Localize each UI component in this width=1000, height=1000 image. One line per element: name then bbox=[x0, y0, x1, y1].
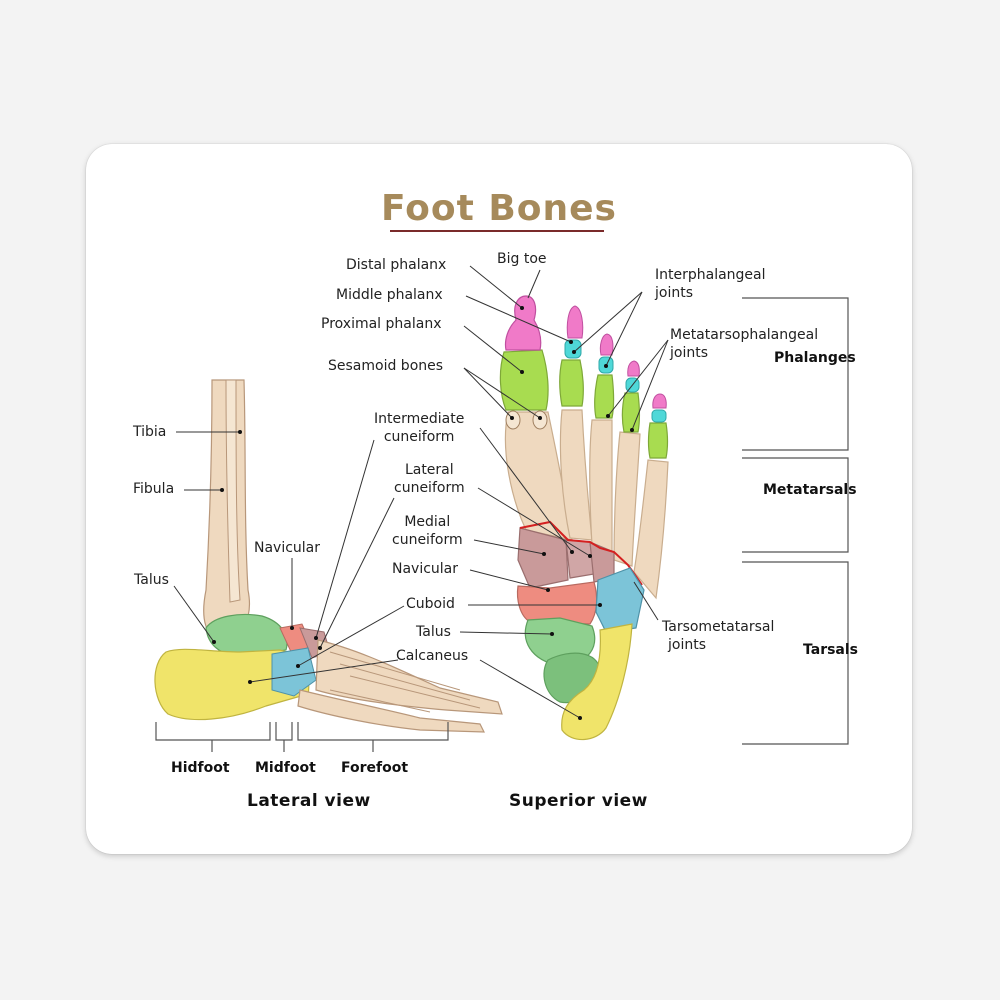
label-navicular-superior: Navicular bbox=[392, 561, 459, 577]
label-intermediate-cuneiform: Intermediate cuneiform bbox=[374, 410, 464, 446]
metatarsal-3 bbox=[589, 419, 613, 553]
group-label-phalanges: Phalanges bbox=[774, 350, 856, 366]
label-interphalangeal-joints: Interphalangeal joints bbox=[655, 266, 766, 302]
metatarsals-bracket bbox=[742, 457, 849, 553]
leader-lines bbox=[173, 265, 669, 719]
navicular-superior bbox=[516, 581, 598, 625]
caption-superior-view: Superior view bbox=[509, 791, 648, 811]
label-intermediate-cuneiform-line1: Intermediate bbox=[374, 411, 465, 427]
label-distal-phalanx: Distal phalanx bbox=[346, 257, 447, 273]
label-intermediate-cuneiform-line2: cuneiform bbox=[383, 429, 455, 445]
proximal-phalanx-3 bbox=[594, 374, 615, 419]
label-metatarsophalangeal-line1: Metatarsophalangeal bbox=[670, 327, 819, 343]
lateral-view-foot bbox=[154, 379, 503, 733]
region-label-forefoot: Forefoot bbox=[341, 760, 409, 776]
label-middle-phalanx: Middle phalanx bbox=[336, 287, 443, 303]
label-interphalangeal-line1: Interphalangeal bbox=[655, 267, 766, 283]
metatarsal-5 bbox=[633, 459, 669, 600]
label-tarsometatarsal-line2: joints bbox=[668, 637, 707, 653]
region-label-midfoot: Midfoot bbox=[255, 760, 316, 776]
hindfoot-bracket bbox=[155, 722, 271, 741]
label-big-toe: Big toe bbox=[497, 251, 547, 267]
tarsometatarsal-joint-line bbox=[519, 520, 643, 586]
proximal-phalanx-4 bbox=[621, 392, 641, 433]
calcaneus-superior bbox=[561, 623, 633, 741]
leader-dots bbox=[212, 306, 634, 720]
label-lateral-cuneiform-line1: Lateral bbox=[404, 462, 454, 478]
tarsals-bracket bbox=[742, 561, 849, 745]
proximal-phalanx-1 bbox=[499, 349, 549, 411]
metatarsal-4 bbox=[613, 431, 641, 567]
proximal-phalanx-2 bbox=[559, 359, 584, 407]
superior-view-foot bbox=[499, 295, 669, 741]
label-metatarsophalangeal-line2: joints bbox=[670, 345, 709, 361]
label-medial-cuneiform-line1: Medial bbox=[404, 514, 451, 530]
label-metatarsophalangeal-joints: Metatarsophalangeal joints bbox=[670, 326, 818, 362]
label-lateral-cuneiform: Lateral cuneiform bbox=[394, 461, 465, 497]
region-brackets bbox=[155, 722, 449, 752]
label-fibula: Fibula bbox=[133, 481, 175, 497]
region-label-hindfoot: Hidfoot bbox=[171, 760, 230, 776]
distal-phalanx-2 bbox=[566, 305, 584, 339]
group-brackets bbox=[742, 297, 849, 745]
caption-lateral-view: Lateral view bbox=[247, 791, 371, 811]
group-label-tarsals: Tarsals bbox=[803, 642, 859, 658]
cuboid-superior bbox=[595, 567, 645, 633]
group-label-metatarsals: Metatarsals bbox=[763, 482, 857, 498]
midfoot-bracket bbox=[275, 722, 293, 741]
label-tibia: Tibia bbox=[133, 424, 167, 440]
label-talus-superior: Talus bbox=[416, 624, 451, 640]
label-interphalangeal-line2: joints bbox=[655, 285, 694, 301]
label-tarsometatarsal-joints: Tarsometatarsal joints bbox=[662, 618, 774, 654]
page-title: Foot Bones bbox=[381, 188, 617, 229]
distal-phalanx-4 bbox=[627, 360, 640, 377]
label-sesamoid-bones: Sesamoid bones bbox=[328, 358, 444, 374]
label-calcaneus: Calcaneus bbox=[396, 648, 469, 664]
phalanges-bracket bbox=[742, 297, 849, 451]
distal-phalanx-5 bbox=[652, 393, 667, 409]
calcaneus-lateral-bone bbox=[154, 648, 310, 721]
label-talus-lateral: Talus bbox=[134, 572, 169, 588]
proximal-phalanx-5 bbox=[647, 422, 669, 459]
middle-phalanx-5 bbox=[651, 409, 667, 423]
label-tarsometatarsal-line1: Tarsometatarsal bbox=[662, 619, 775, 635]
cuboid-lateral-bone bbox=[271, 647, 317, 697]
title-underline bbox=[390, 230, 604, 232]
label-proximal-phalanx: Proximal phalanx bbox=[321, 316, 442, 332]
distal-phalanx-3 bbox=[599, 333, 614, 356]
toes-lateral bbox=[329, 651, 481, 713]
label-medial-cuneiform-line2: cuneiform bbox=[392, 532, 463, 548]
label-lateral-cuneiform-line2: cuneiform bbox=[394, 480, 465, 496]
forefoot-bones-lateral bbox=[297, 689, 485, 733]
middle-phalanx-2 bbox=[564, 339, 582, 359]
fibula-bone bbox=[225, 379, 241, 603]
distal-phalanx-1 bbox=[504, 295, 542, 351]
medial-cuneiform bbox=[517, 527, 569, 589]
label-medial-cuneiform: Medial cuneiform bbox=[392, 513, 463, 549]
label-cuboid: Cuboid bbox=[406, 596, 455, 612]
label-navicular-lateral: Navicular bbox=[254, 540, 321, 556]
